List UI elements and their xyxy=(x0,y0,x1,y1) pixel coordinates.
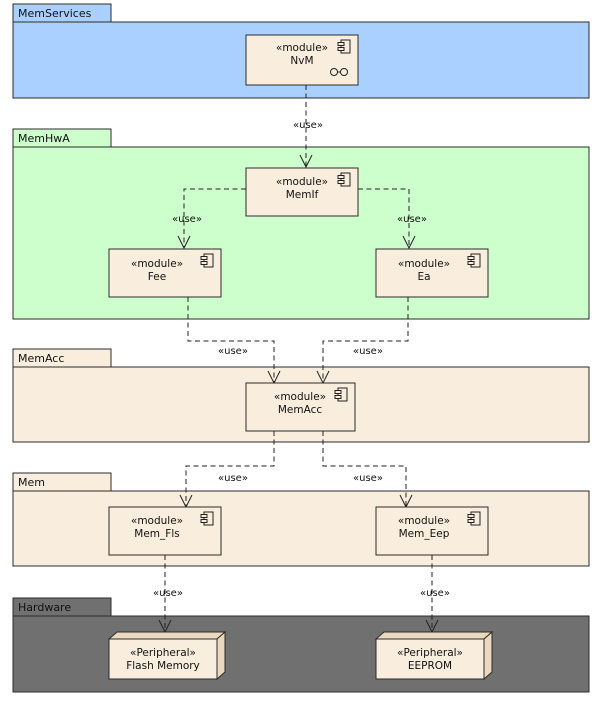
module-stereotype: «module» xyxy=(276,176,328,188)
dependency-memacc-memfls xyxy=(185,431,275,507)
module-stereotype: «module» xyxy=(276,42,328,54)
component-icon xyxy=(337,39,351,54)
node-top-face xyxy=(374,631,494,640)
component-icon xyxy=(337,172,351,187)
node-name: Flash Memory xyxy=(126,660,200,672)
package-hardware: Hardware xyxy=(12,597,590,693)
module-stereotype: «module» xyxy=(398,258,450,270)
module-nvm[interactable]: «module» NvM xyxy=(245,34,359,86)
package-mem: Mem xyxy=(12,472,590,567)
module-stereotype: «module» xyxy=(398,515,450,527)
use-label: «use» xyxy=(218,473,248,484)
dependency-ea-memacc xyxy=(322,297,409,383)
use-label: «use» xyxy=(153,588,183,599)
package-label: Hardware xyxy=(18,601,71,614)
module-mem-eep[interactable]: «module» Mem_Eep xyxy=(375,506,489,556)
use-labels: «use» «use» «use» «use» «use» «use» «use… xyxy=(153,120,450,599)
use-label: «use» xyxy=(397,214,427,225)
use-label: «use» xyxy=(172,214,202,225)
node-stereotype: «Peripheral» xyxy=(397,647,463,659)
module-name: NvM xyxy=(290,55,313,67)
node-front-face xyxy=(375,638,485,680)
dependency-fee-memacc xyxy=(187,297,275,383)
module-name: Mem_Fls xyxy=(134,528,179,540)
node-side-face xyxy=(216,630,226,681)
package-label: MemAcc xyxy=(18,352,64,365)
dependency-memif-ea xyxy=(358,188,410,248)
module-name: MemAcc xyxy=(278,404,323,416)
arrowhead xyxy=(402,235,416,250)
node-top-face xyxy=(107,631,227,640)
package-body xyxy=(12,490,590,567)
node-side-face xyxy=(483,630,493,681)
component-icon xyxy=(200,511,214,526)
node-flash-memory[interactable]: «Peripheral» Flash Memory xyxy=(107,630,227,681)
module-ea[interactable]: «module» Ea xyxy=(375,248,489,298)
package-label: MemHwA xyxy=(18,132,70,145)
dependency-lines xyxy=(164,85,433,632)
module-box xyxy=(375,248,489,298)
node-front-face xyxy=(108,638,218,680)
use-label: «use» xyxy=(353,346,383,357)
module-stereotype: «module» xyxy=(131,258,183,270)
module-fee[interactable]: «module» Fee xyxy=(108,248,222,298)
dependency-memif-fee xyxy=(183,188,246,248)
use-label: «use» xyxy=(353,473,383,484)
package-label: MemServices xyxy=(18,7,92,20)
module-memif[interactable]: «module» MemIf xyxy=(245,167,359,217)
component-icon xyxy=(467,511,481,526)
use-label: «use» xyxy=(293,120,323,131)
module-name: Fee xyxy=(148,271,166,283)
use-label: «use» xyxy=(420,588,450,599)
node-name: EEPROM xyxy=(408,660,452,672)
module-name: Ea xyxy=(417,271,430,283)
glasses-icon xyxy=(330,68,348,76)
component-icon xyxy=(467,253,481,268)
component-icon xyxy=(200,253,214,268)
node-stereotype: «Peripheral» xyxy=(130,647,196,659)
component-icon xyxy=(334,387,348,402)
module-name: Mem_Eep xyxy=(399,528,450,540)
module-mem-fls[interactable]: «module» Mem_Fls xyxy=(108,506,222,556)
arrowhead xyxy=(177,235,191,250)
node-eeprom[interactable]: «Peripheral» EEPROM xyxy=(374,630,494,681)
package-label: Mem xyxy=(18,476,45,489)
module-stereotype: «module» xyxy=(131,515,183,527)
module-stereotype: «module» xyxy=(274,391,326,403)
arrowhead xyxy=(299,154,313,169)
package-body xyxy=(12,615,590,693)
use-label: «use» xyxy=(218,346,248,357)
module-name: MemIf xyxy=(286,189,319,201)
dependency-memacc-memeep xyxy=(322,431,407,507)
module-memacc[interactable]: «module» MemAcc xyxy=(245,382,356,432)
